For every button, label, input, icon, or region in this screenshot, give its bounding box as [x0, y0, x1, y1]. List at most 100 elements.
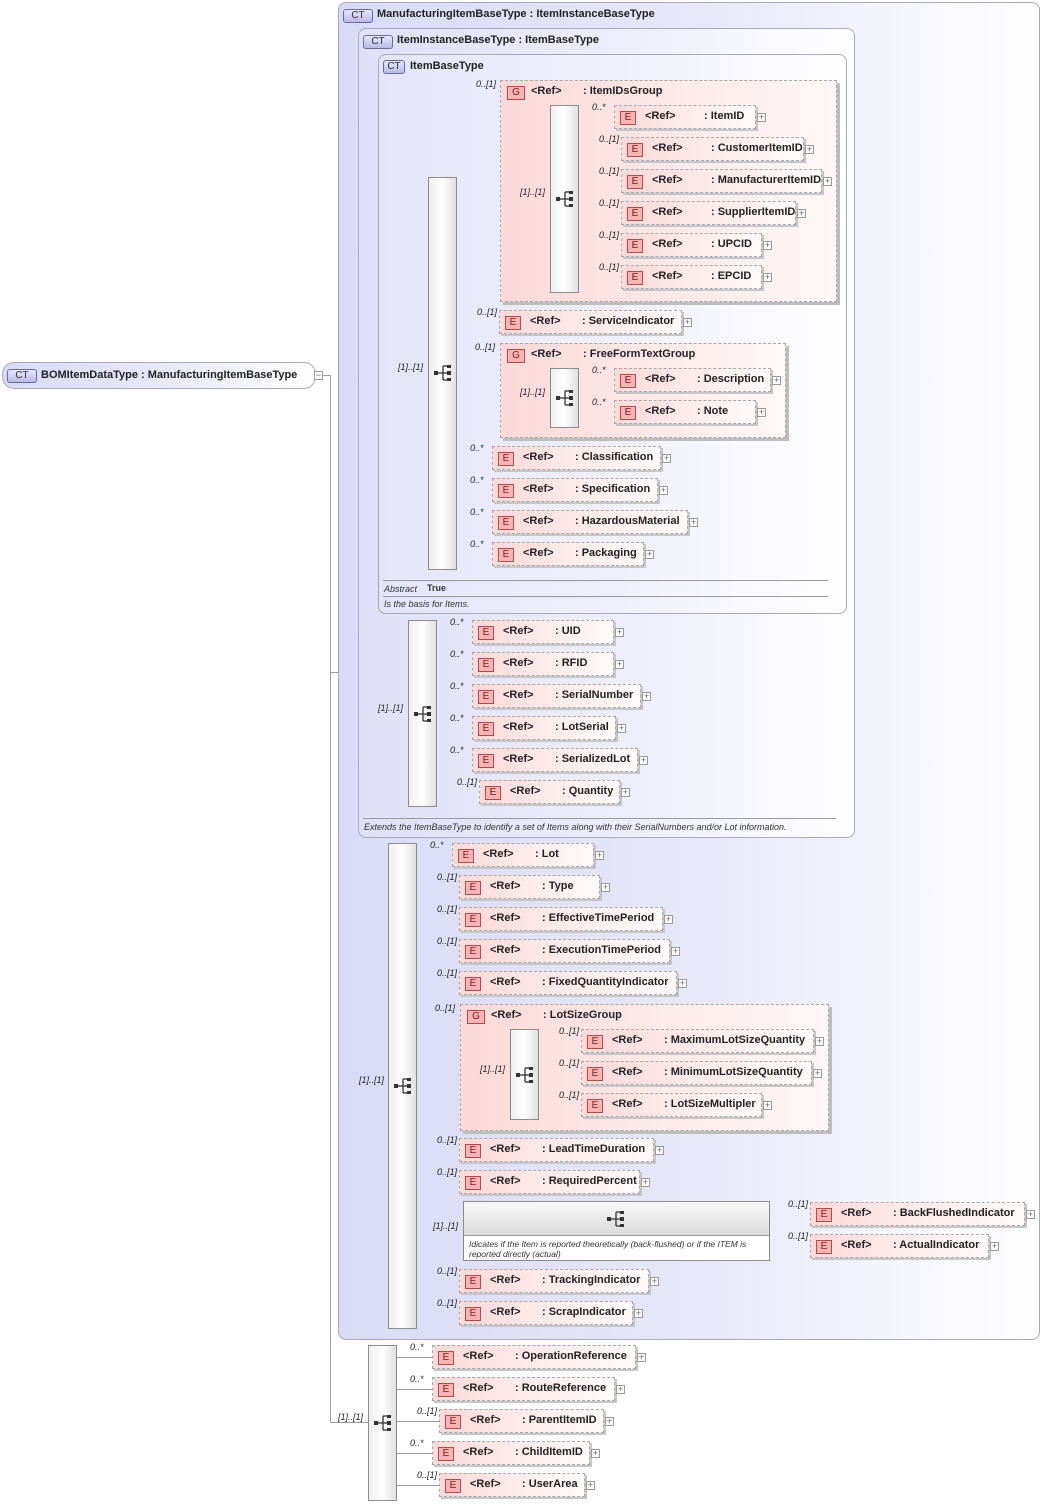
expand-icon[interactable]: + — [650, 1276, 659, 1286]
element-name: : EPCID — [711, 270, 752, 282]
element-description[interactable]: E<Ref>: Description — [614, 368, 771, 392]
expand-icon[interactable]: + — [689, 517, 698, 527]
expand-icon[interactable]: + — [659, 485, 668, 495]
expand-icon[interactable]: + — [757, 407, 766, 417]
expand-icon[interactable]: + — [639, 755, 648, 765]
element-manufactureritemid[interactable]: E<Ref>: ManufacturerItemID — [621, 169, 822, 193]
expand-icon[interactable]: + — [655, 1145, 664, 1155]
element-name: : ExecutionTimePeriod — [542, 944, 661, 956]
expand-icon[interactable]: + — [637, 1352, 646, 1362]
element-actualindicator[interactable]: E<Ref>: ActualIndicator — [810, 1234, 989, 1258]
element-epcid[interactable]: E<Ref>: EPCID — [621, 265, 762, 289]
expand-icon[interactable]: + — [617, 723, 626, 733]
element-serialnumber[interactable]: E<Ref>: SerialNumber — [472, 684, 641, 708]
element-scrapindicator[interactable]: E<Ref>: ScrapIndicator — [459, 1301, 633, 1325]
element-note[interactable]: E<Ref>: Note — [614, 400, 756, 424]
element-badge: E — [627, 271, 643, 285]
sequence-icon — [434, 365, 451, 381]
element-name: : SerializedLot — [555, 753, 631, 765]
element-fixedquantityindicator[interactable]: E<Ref>: FixedQuantityIndicator — [459, 971, 677, 995]
element-effectivetimeperiod[interactable]: E<Ref>: EffectiveTimePeriod — [459, 907, 663, 931]
expand-icon[interactable]: + — [815, 1036, 824, 1046]
expand-icon[interactable]: + — [763, 1100, 772, 1110]
element-userarea[interactable]: E<Ref>: UserArea — [439, 1473, 585, 1497]
expand-icon[interactable]: + — [805, 144, 814, 154]
element-trackingindicator[interactable]: E<Ref>: TrackingIndicator — [459, 1269, 649, 1293]
element-upcid[interactable]: E<Ref>: UPCID — [621, 233, 762, 257]
expand-icon[interactable]: + — [772, 375, 781, 385]
element-name: : LotSerial — [555, 721, 609, 733]
element-uid[interactable]: E<Ref>: UID — [472, 620, 614, 644]
element-parentitemid[interactable]: E<Ref>: ParentItemID — [439, 1409, 604, 1433]
expand-icon[interactable]: + — [642, 691, 651, 701]
expand-icon[interactable]: + — [823, 176, 832, 186]
element-hazardousmaterial[interactable]: E<Ref>: HazardousMaterial — [492, 510, 688, 534]
expand-icon[interactable]: + — [678, 978, 687, 988]
element-lotserial[interactable]: E<Ref>: LotSerial — [472, 716, 616, 740]
element-badge: E — [627, 175, 643, 189]
expand-icon[interactable]: + — [621, 787, 630, 797]
element-executiontimeperiod[interactable]: E<Ref>: ExecutionTimePeriod — [459, 939, 670, 963]
expand-icon[interactable]: + — [641, 1177, 650, 1187]
element-backflushedindicator[interactable]: E<Ref>: BackFlushedIndicator — [810, 1202, 1025, 1226]
root-complex-type[interactable]: CT BOMItemDataType : ManufacturingItemBa… — [2, 362, 316, 389]
element-maximumlotsizequantity[interactable]: E<Ref>: MaximumLotSizeQuantity — [581, 1029, 814, 1053]
group-cardinality: 0..[1] — [476, 79, 497, 89]
element-requiredpercent[interactable]: E<Ref>: RequiredPercent — [459, 1170, 640, 1194]
element-minimumlotsizequantity[interactable]: E<Ref>: MinimumLotSizeQuantity — [581, 1061, 812, 1085]
expand-icon[interactable]: + — [763, 272, 772, 282]
element-rfid[interactable]: E<Ref>: RFID — [472, 652, 614, 676]
expand-icon[interactable]: + — [586, 1480, 595, 1490]
expand-icon[interactable]: + — [757, 112, 766, 122]
element-badge: E — [587, 1067, 603, 1081]
expand-icon[interactable]: + — [990, 1241, 999, 1251]
element-classification[interactable]: E<Ref>: Classification — [492, 446, 661, 470]
expand-icon[interactable]: + — [591, 1448, 600, 1458]
sequence-icon — [374, 1415, 391, 1431]
element-itemid[interactable]: E<Ref>: ItemID — [614, 105, 756, 129]
expand-icon[interactable]: + — [683, 317, 692, 327]
element-name: : Lot — [535, 848, 559, 860]
ref-label: <Ref> — [531, 85, 562, 97]
sequence-cardinality: [1]..[1] — [359, 1075, 385, 1085]
expand-icon[interactable]: + — [797, 208, 806, 218]
expand-icon[interactable]: + — [1026, 1209, 1035, 1219]
element-routereference[interactable]: E<Ref>: RouteReference — [432, 1377, 615, 1401]
element-leadtimeduration[interactable]: E<Ref>: LeadTimeDuration — [459, 1138, 654, 1162]
expand-icon[interactable]: + — [595, 850, 604, 860]
ref-label: <Ref> — [463, 1382, 494, 1394]
element-serializedlot[interactable]: E<Ref>: SerializedLot — [472, 748, 638, 772]
element-cardinality: 0..[1] — [437, 872, 458, 882]
group-badge: G — [507, 349, 525, 363]
expand-icon[interactable]: + — [763, 240, 772, 250]
element-name: : Classification — [575, 451, 654, 463]
element-childitemid[interactable]: E<Ref>: ChildItemID — [432, 1441, 590, 1465]
element-name: : MaximumLotSizeQuantity — [664, 1034, 806, 1046]
element-packaging[interactable]: E<Ref>: Packaging — [492, 542, 644, 566]
complex-type-title: ItemBaseType — [410, 60, 484, 72]
collapse-icon[interactable]: − — [314, 370, 323, 380]
element-lot[interactable]: E<Ref>: Lot — [452, 843, 594, 867]
expand-icon[interactable]: + — [601, 882, 610, 892]
expand-icon[interactable]: + — [615, 659, 624, 669]
expand-icon[interactable]: + — [615, 627, 624, 637]
expand-icon[interactable]: + — [662, 453, 671, 463]
element-serviceindicator[interactable]: E<Ref>: ServiceIndicator — [499, 310, 682, 334]
element-customeritemid[interactable]: E<Ref>: CustomerItemID — [621, 137, 804, 161]
element-type[interactable]: E<Ref>: Type — [459, 875, 600, 899]
sequence-compositor[interactable] — [550, 105, 579, 293]
element-supplieritemid[interactable]: E<Ref>: SupplierItemID — [621, 201, 796, 225]
expand-icon[interactable]: + — [645, 549, 654, 559]
expand-icon[interactable]: + — [671, 946, 680, 956]
element-quantity[interactable]: E<Ref>: Quantity — [479, 780, 620, 804]
ref-label: <Ref> — [523, 483, 554, 495]
expand-icon[interactable]: + — [813, 1068, 822, 1078]
expand-icon[interactable]: + — [616, 1384, 625, 1394]
element-cardinality: 0..* — [592, 365, 606, 375]
element-lotsizemultipler[interactable]: E<Ref>: LotSizeMultipler — [581, 1093, 762, 1117]
element-specification[interactable]: E<Ref>: Specification — [492, 478, 658, 502]
element-operationreference[interactable]: E<Ref>: OperationReference — [432, 1345, 636, 1369]
expand-icon[interactable]: + — [634, 1308, 643, 1318]
expand-icon[interactable]: + — [664, 914, 673, 924]
expand-icon[interactable]: + — [605, 1416, 614, 1426]
